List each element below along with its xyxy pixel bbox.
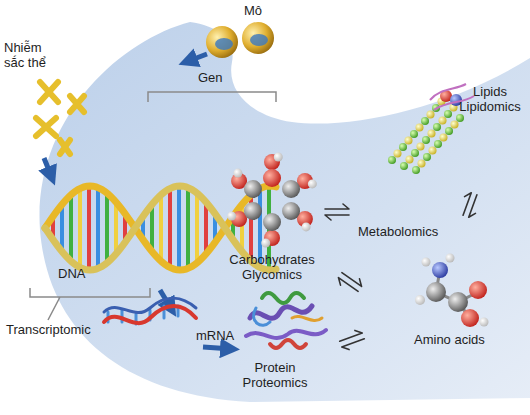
- base-pair: [204, 202, 208, 254]
- lipid-atom: [422, 136, 430, 144]
- hydrogen-atom: [422, 258, 431, 267]
- ring-atom: [282, 180, 300, 198]
- base-pair: [195, 193, 199, 263]
- hydrogen-atom: [480, 318, 489, 327]
- lipid-atom: [444, 110, 452, 118]
- oxygen-atom: [469, 281, 487, 299]
- lipid-atom: [433, 123, 441, 131]
- molecules: [227, 84, 488, 327]
- lipid-atom: [445, 127, 453, 135]
- lipid-atom: [423, 153, 431, 161]
- lipid-atom: [418, 160, 426, 168]
- part-label: Mô: [244, 3, 262, 18]
- lipid-atom: [440, 134, 448, 142]
- ring-atom: [244, 180, 262, 198]
- equilibrium-arrow: [336, 269, 365, 296]
- equilibrium-arrow: [338, 328, 366, 351]
- base-pair: [69, 195, 73, 261]
- hydrogen-atom: [308, 179, 317, 188]
- oxygen-atom: [461, 309, 479, 327]
- protein-structure: [246, 293, 326, 348]
- part-label: Nhiễm sắc thể: [4, 40, 58, 70]
- lipid-atom: [399, 143, 407, 151]
- lipid-atom: [456, 114, 464, 122]
- part-label: mRNA: [196, 328, 234, 343]
- part-label: DNA: [58, 266, 85, 281]
- harpoon-pair: [325, 204, 349, 220]
- chromosomes: [36, 82, 84, 154]
- part-label: Amino acids: [414, 332, 485, 347]
- lipid-atom: [439, 117, 447, 125]
- lipid-atom: [451, 121, 459, 129]
- hydrogen-atom: [415, 295, 425, 305]
- part-label: Lipids Lipidomics: [450, 84, 530, 114]
- base-pair: [177, 186, 181, 270]
- hydrogen-atom: [274, 153, 283, 162]
- nitrogen-atom: [432, 262, 448, 278]
- carbon-atom: [448, 292, 468, 312]
- lipid-atom: [400, 162, 408, 170]
- hydrogen-atom: [233, 169, 242, 178]
- hydrogen-atom: [261, 238, 270, 247]
- part-label: Gen: [198, 70, 223, 85]
- lipid-atom: [429, 147, 437, 155]
- lipid-atom: [405, 137, 413, 145]
- ring-atom: [244, 202, 262, 220]
- base-pair: [159, 195, 163, 261]
- hydrogen-atom: [302, 222, 311, 231]
- harpoon-pair: [458, 191, 481, 219]
- carbon-atom: [426, 282, 446, 302]
- lipid-atom: [434, 140, 442, 148]
- base-pair: [186, 188, 190, 269]
- lipid-atom: [410, 130, 418, 138]
- lipid-atom: [427, 111, 435, 119]
- lipid-atom: [416, 124, 424, 132]
- base-pair: [78, 189, 82, 268]
- lipid-atom: [388, 156, 396, 164]
- gene-bracket: [148, 92, 276, 102]
- base-pair: [168, 189, 172, 268]
- base-pair: [105, 193, 109, 263]
- transcriptome-bracket: [30, 288, 150, 320]
- tissue-spheres: [206, 22, 274, 58]
- part-label: Protein Proteomics: [232, 360, 318, 390]
- ring-atom: [282, 202, 300, 220]
- lipid-atom: [412, 166, 420, 174]
- hydrogen-atom: [227, 212, 236, 221]
- lipid-atom: [417, 143, 425, 151]
- equilibrium-arrow: [458, 191, 481, 219]
- equilibrium-arrows: [325, 191, 482, 352]
- harpoon-pair: [336, 269, 365, 296]
- part-label: Metabolomics: [358, 224, 438, 239]
- base-pair: [87, 186, 91, 270]
- part-label: Transcriptomic: [6, 322, 91, 337]
- ring-atom: [263, 169, 281, 187]
- equilibrium-arrow: [325, 204, 349, 220]
- harpoon-pair: [338, 328, 366, 351]
- mrna-strand: [104, 298, 196, 324]
- part-label: Carbohydrates Glycomics: [222, 252, 322, 282]
- background-swoosh: [39, 22, 530, 402]
- lipid-atom: [411, 149, 419, 157]
- lipid-atom: [406, 156, 414, 164]
- hydrogen-atom: [446, 254, 455, 263]
- lipid-atom: [428, 130, 436, 138]
- lipid-atom: [421, 117, 429, 125]
- lipid-atom: [394, 150, 402, 158]
- base-pair: [114, 202, 118, 254]
- ring-atom: [263, 213, 281, 231]
- base-pair: [96, 188, 100, 269]
